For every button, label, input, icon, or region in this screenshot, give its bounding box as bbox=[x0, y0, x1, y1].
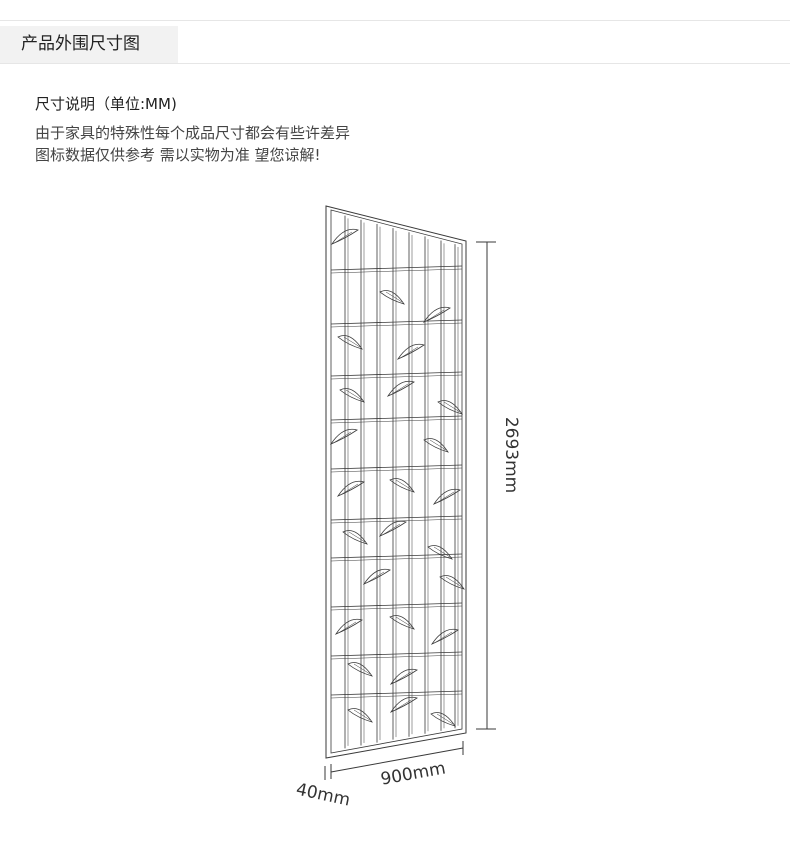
panel-rail bbox=[330, 464, 463, 470]
leaf-vein bbox=[345, 389, 363, 401]
leaf-motif bbox=[389, 668, 418, 685]
leaf-motif bbox=[379, 290, 405, 305]
panel-rail-edge bbox=[330, 556, 463, 562]
leaf-vein bbox=[353, 663, 371, 675]
panel-outer-frame bbox=[325, 205, 467, 759]
leaf-motif bbox=[347, 662, 373, 677]
leaf-vein bbox=[367, 571, 385, 583]
panel-rail-edge bbox=[330, 374, 463, 380]
leaf-motif bbox=[329, 428, 358, 445]
panel-grid bbox=[330, 215, 463, 749]
leaf-motif bbox=[389, 478, 415, 493]
leaf-motif bbox=[430, 712, 456, 727]
width-dimension-line bbox=[330, 747, 464, 773]
panel-rail-edge bbox=[330, 693, 463, 699]
leaf-motif bbox=[396, 343, 425, 360]
leaf-vein bbox=[436, 713, 454, 725]
size-note-line-2: 图标数据仅供参考 需以实物为准 望您谅解! bbox=[35, 146, 321, 164]
leaf-vein bbox=[353, 709, 371, 721]
leaf-vein bbox=[435, 631, 453, 643]
leaf-vein bbox=[395, 479, 413, 491]
leaf-vein bbox=[348, 531, 366, 543]
panel-rail-edge bbox=[330, 322, 463, 328]
leaf-motif bbox=[422, 306, 451, 323]
leaf-motif bbox=[330, 228, 359, 245]
panel-rail bbox=[330, 415, 463, 421]
leaf-motif bbox=[427, 545, 453, 560]
leaf-vein bbox=[437, 491, 455, 503]
panel-leaf-motifs bbox=[329, 228, 465, 727]
size-note: 尺寸说明（单位:MM) 由于家具的特殊性每个成品尺寸都会有些许差异 图标数据仅供… bbox=[35, 92, 350, 166]
leaf-motif bbox=[389, 696, 418, 713]
leaf-vein bbox=[383, 523, 401, 535]
panel-rail-edge bbox=[330, 654, 463, 660]
leaf-vein bbox=[335, 231, 353, 243]
leaf-vein bbox=[339, 621, 357, 633]
panel-rail bbox=[330, 602, 463, 608]
leaf-vein bbox=[445, 576, 463, 588]
leaf-motif bbox=[430, 628, 459, 645]
size-note-title: 尺寸说明（单位:MM) bbox=[35, 95, 177, 113]
leaf-motif bbox=[389, 615, 415, 630]
leaf-motif bbox=[439, 575, 465, 590]
panel-inner-frame bbox=[330, 209, 463, 754]
leaf-vein bbox=[395, 616, 413, 628]
panel-rail-edge bbox=[330, 418, 463, 424]
section-title: 产品外围尺寸图 bbox=[0, 26, 178, 63]
panel-rail-edge bbox=[330, 518, 463, 524]
screen-panel bbox=[325, 205, 467, 759]
leaf-vein bbox=[341, 483, 359, 495]
leaf-vein bbox=[429, 439, 447, 451]
leaf-vein bbox=[394, 699, 412, 711]
leaf-vein bbox=[443, 401, 461, 413]
leaf-motif bbox=[432, 488, 461, 505]
leaf-vein bbox=[343, 336, 361, 348]
top-divider bbox=[0, 20, 790, 21]
leaf-vein bbox=[391, 383, 409, 395]
panel-rail bbox=[330, 371, 463, 377]
panel-rail bbox=[330, 690, 463, 696]
size-note-line-1: 由于家具的特殊性每个成品尺寸都会有些许差异 bbox=[35, 124, 351, 142]
leaf-motif bbox=[336, 480, 365, 497]
leaf-vein bbox=[427, 309, 445, 321]
height-label: 2693mm bbox=[501, 417, 521, 493]
leaf-motif bbox=[334, 618, 363, 635]
width-label: 900mm bbox=[379, 759, 447, 790]
panel-rail bbox=[330, 265, 463, 271]
leaf-motif bbox=[347, 708, 373, 723]
leaf-vein bbox=[334, 431, 352, 443]
depth-dimension bbox=[324, 764, 332, 780]
panel-rail-edge bbox=[330, 605, 463, 611]
panel-rail bbox=[330, 319, 463, 325]
leaf-vein bbox=[394, 671, 412, 683]
section-header: 产品外围尺寸图 bbox=[0, 21, 790, 64]
leaf-vein bbox=[385, 291, 403, 303]
leaf-motif bbox=[423, 438, 449, 453]
height-dimension bbox=[476, 241, 496, 730]
leaf-motif bbox=[437, 400, 463, 415]
leaf-motif bbox=[362, 568, 391, 585]
depth-label: 40mm bbox=[294, 780, 352, 811]
leaf-motif bbox=[337, 335, 363, 350]
leaf-motif bbox=[378, 520, 407, 537]
leaf-vein bbox=[401, 346, 419, 358]
panel-rail bbox=[330, 651, 463, 657]
leaf-motif bbox=[342, 530, 368, 545]
leaf-motif bbox=[386, 380, 415, 397]
leaf-vein bbox=[433, 546, 451, 558]
panel-rail-edge bbox=[330, 467, 463, 473]
leaf-motif bbox=[339, 388, 365, 403]
panel-rail-edge bbox=[330, 268, 463, 274]
panel-rail bbox=[330, 515, 463, 521]
